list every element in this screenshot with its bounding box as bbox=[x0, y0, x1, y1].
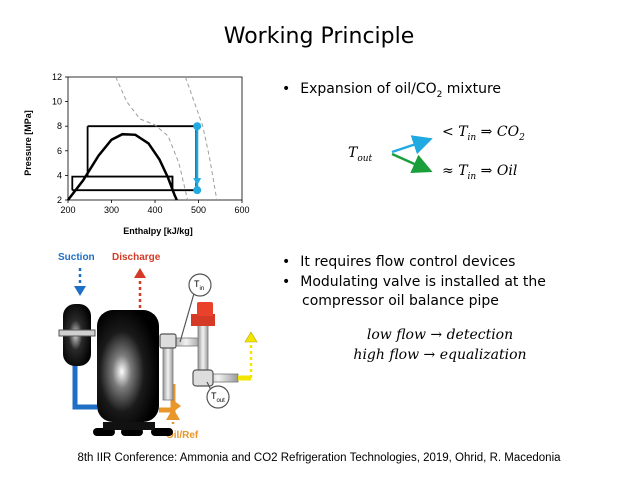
x-tick-label: 500 bbox=[191, 205, 206, 215]
bullet-text: Expansion of oil/CO bbox=[300, 81, 437, 97]
bullet-valve-text: Modulating valve is installed at the bbox=[300, 274, 546, 290]
discharge-label: Discharge bbox=[112, 252, 161, 263]
upper-condition: < Tin ⇒ CO2 bbox=[442, 124, 525, 143]
y-tick-label: 2 bbox=[57, 195, 62, 205]
suction-pipe bbox=[72, 362, 97, 410]
bullet-flow-control: •It requires flow control devices bbox=[282, 254, 516, 270]
slide-footer: 8th IIR Conference: Ammonia and CO2 Refr… bbox=[77, 452, 561, 464]
expansion-arrowhead bbox=[193, 178, 202, 186]
y-tick-label: 10 bbox=[52, 97, 62, 107]
lower-condition: ≈ Tin ⇒ Oil bbox=[442, 163, 518, 182]
state-point-marker bbox=[193, 122, 202, 131]
x-tick-label: 600 bbox=[234, 205, 249, 215]
t-out-letter: T bbox=[348, 145, 358, 161]
ph-diagram: 200 300 400 500 600 2 4 6 8 10 12 bbox=[52, 72, 250, 215]
bullet-text-end: mixture bbox=[442, 81, 502, 97]
t-in-sensor-icon bbox=[188, 273, 212, 297]
mode-low-flow: low flow → detection bbox=[366, 327, 514, 343]
bullet-sub: 2 bbox=[436, 89, 443, 100]
plot-frame bbox=[67, 76, 243, 201]
bullet-flow-control-text: It requires flow control devices bbox=[300, 254, 516, 270]
slide-title: Working Principle bbox=[223, 24, 415, 49]
t-out-symbol: Tout bbox=[348, 145, 372, 164]
y-axis-label: Pressure [MPa] bbox=[23, 110, 33, 176]
discharge-arrow-icon bbox=[134, 268, 146, 278]
bullet-expansion: •Expansion of oil/CO2 mixture bbox=[282, 81, 502, 100]
x-axis-label: Enthalpy [kJ/kg] bbox=[123, 226, 193, 236]
suction-label: Suction bbox=[58, 252, 95, 263]
t-in-sensor-label: Tin bbox=[194, 279, 205, 292]
t-out-sensor-label: Tout bbox=[211, 391, 225, 404]
lower-branch-arrow bbox=[391, 152, 433, 174]
alert-arrow-icon bbox=[244, 331, 258, 343]
series-cycle-low bbox=[71, 175, 174, 192]
y-tick-label: 12 bbox=[52, 72, 62, 82]
compressor-schematic bbox=[58, 268, 258, 436]
bullet-valve: •Modulating valve is installed at the bbox=[282, 274, 546, 290]
suction-arrow-icon bbox=[74, 286, 86, 296]
series-saturation-dome bbox=[67, 132, 178, 201]
state-point-marker bbox=[193, 186, 202, 195]
y-tick-label: 6 bbox=[57, 146, 62, 156]
t-out-sensor-icon bbox=[206, 385, 230, 409]
modulating-valve bbox=[191, 314, 215, 326]
x-tick-label: 300 bbox=[104, 205, 119, 215]
compressor-shell bbox=[97, 310, 159, 422]
oil-ref-label: Oil/Ref bbox=[166, 430, 199, 441]
t-out-sub: out bbox=[357, 153, 373, 164]
series-isotherm-dashed bbox=[115, 76, 189, 201]
x-tick-label: 200 bbox=[60, 205, 75, 215]
branch-arrows bbox=[391, 135, 433, 174]
upper-branch-arrow bbox=[391, 135, 433, 155]
x-tick-label: 400 bbox=[147, 205, 162, 215]
oil-arrow-icon bbox=[173, 400, 181, 412]
y-tick-label: 4 bbox=[57, 170, 62, 180]
series-isotherm-dashed bbox=[184, 76, 218, 201]
series-cycle-high bbox=[86, 125, 198, 192]
y-tick-label: 8 bbox=[57, 121, 62, 131]
mode-high-flow: high flow → equalization bbox=[353, 347, 527, 363]
bullet-valve-continuation: compressor oil balance pipe bbox=[302, 293, 499, 309]
